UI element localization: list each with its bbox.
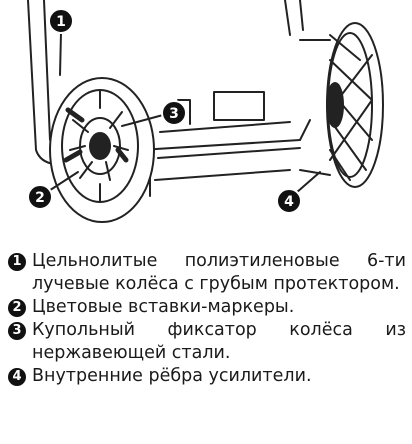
callout-4: 4 xyxy=(276,188,302,214)
legend-num-1: 1 xyxy=(8,253,26,271)
legend-item-2: 2 Цветовые вставки-маркеры. xyxy=(8,296,406,319)
legend-text-4: Внутренние рёбра усилители. xyxy=(32,366,312,386)
callout-3: 3 xyxy=(161,100,187,126)
callout-2: 2 xyxy=(27,184,53,210)
cart-body xyxy=(27,0,311,197)
callout-1: 1 xyxy=(48,8,74,34)
callout-2-label: 2 xyxy=(35,190,45,206)
legend-item-1: 1 Цельнолитые полиэтиленовые 6-ти лучевы… xyxy=(8,250,406,296)
legend-text-2: Цветовые вставки-маркеры. xyxy=(32,297,295,317)
callout-4-label: 4 xyxy=(284,194,294,210)
legend-list: 1 Цельнолитые полиэтиленовые 6-ти лучевы… xyxy=(8,250,406,388)
callout-1-label: 1 xyxy=(56,14,66,30)
back-wheel xyxy=(299,22,384,188)
legend-text-3: Купольный фиксатор колёса из нержавеющей… xyxy=(32,320,406,363)
legend-num-4: 4 xyxy=(8,368,26,386)
callout-3-label: 3 xyxy=(169,106,179,122)
legend-item-3: 3 Купольный фиксатор колёса из нержавеющ… xyxy=(8,319,406,365)
legend-text-1: Цельнолитые полиэтиленовые 6-ти лучевые … xyxy=(32,251,406,294)
cart-wheels-illustration: 1 2 3 4 xyxy=(27,0,384,223)
legend-num-2: 2 xyxy=(8,299,26,317)
legend-item-4: 4 Внутренние рёбра усилители. xyxy=(8,365,406,388)
legend-num-3: 3 xyxy=(8,322,26,340)
front-wheel xyxy=(49,77,155,223)
